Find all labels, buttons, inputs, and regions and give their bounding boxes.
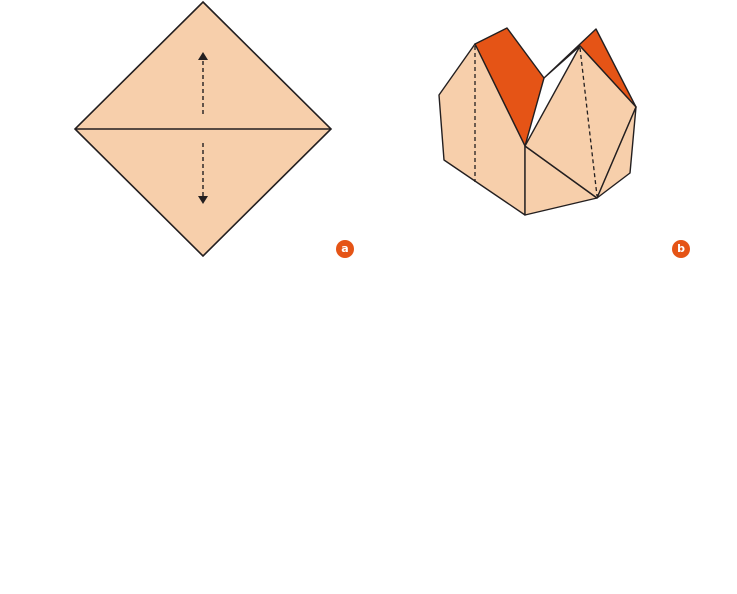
step-b-badge: b bbox=[672, 240, 690, 258]
dashed-fold-right bbox=[579, 47, 598, 197]
step-a-figure bbox=[73, 0, 333, 258]
step-b-figure bbox=[438, 27, 637, 216]
outer-face-far-right bbox=[596, 106, 637, 199]
step-a-badge: a bbox=[336, 240, 354, 258]
outer-face-left bbox=[438, 43, 526, 216]
